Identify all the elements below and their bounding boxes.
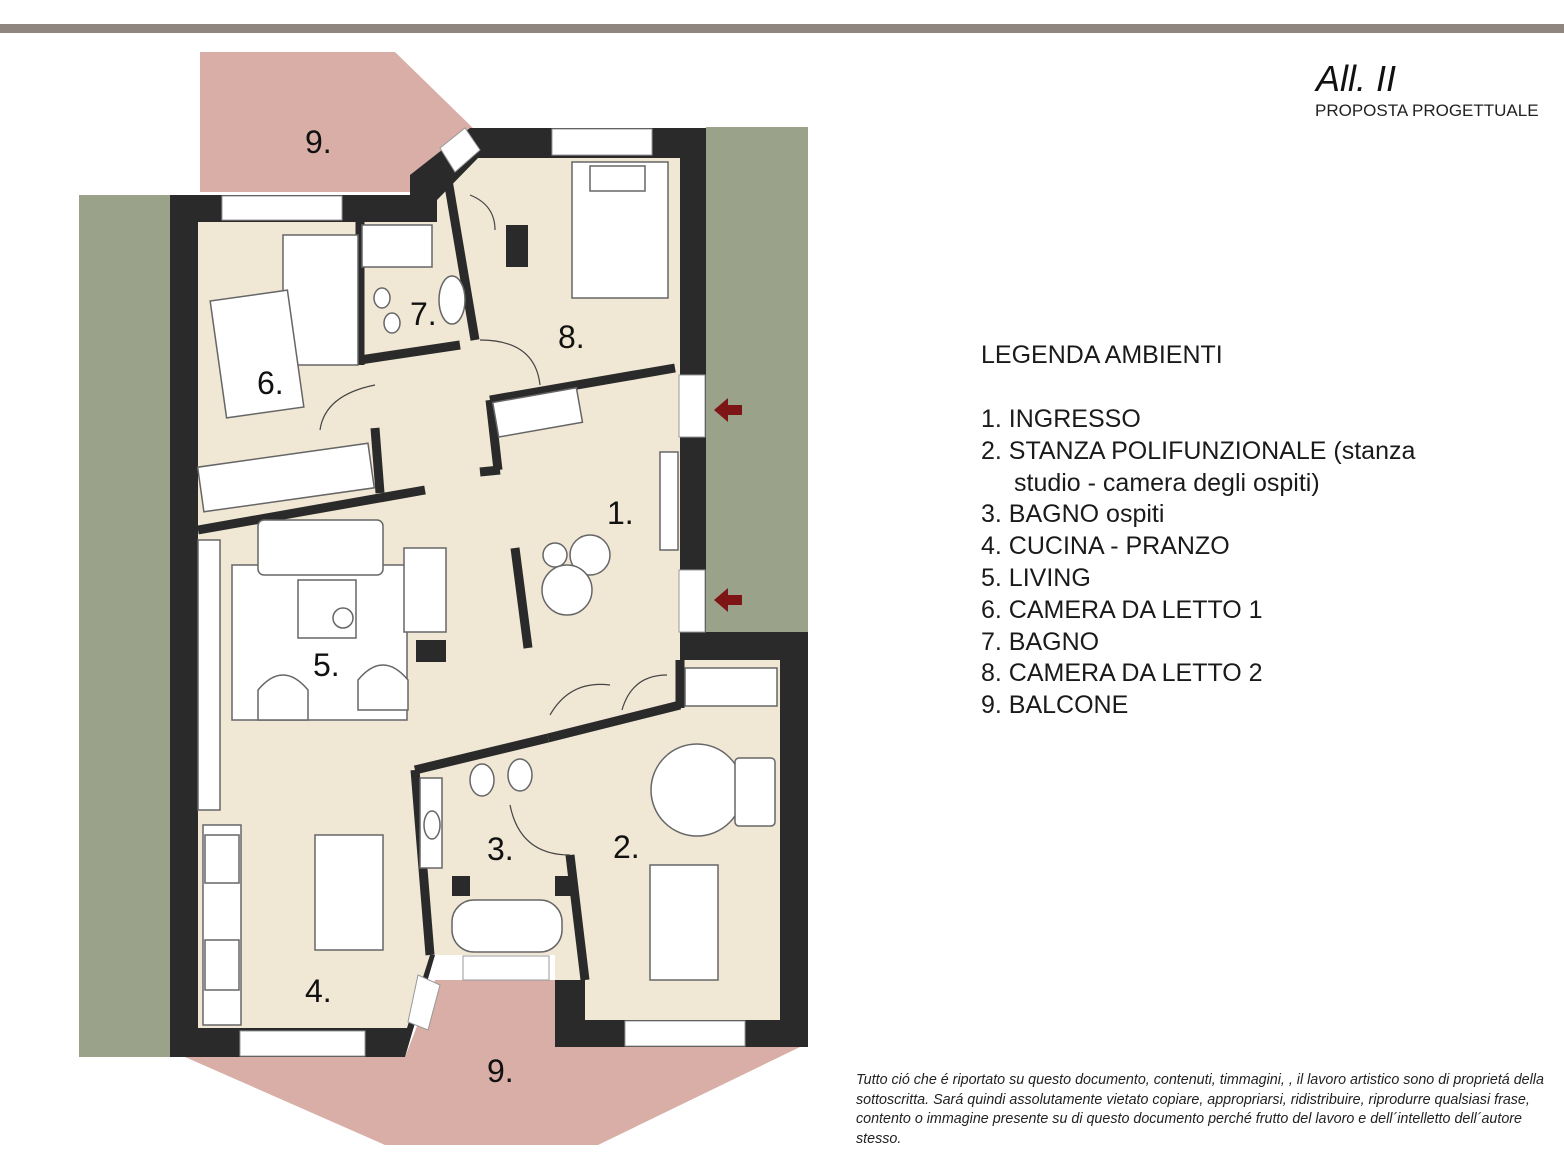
legend-item-text: 9. BALCONE [981,691,1129,720]
room-label-5: 5. [313,647,340,683]
legend-item-text: 5. LIVING [981,563,1091,592]
legend-item: 7. BAGNO [981,627,1501,659]
legend-item-text: 2. STANZA POLIFUNZIONALE (stanza [981,436,1416,465]
legend-item-continuation: studio - camera degli ospiti) [1014,468,1320,497]
legend-item: 8. CAMERA DA LETTO 2 [981,658,1501,690]
interior-walls [197,179,685,981]
entrance-arrow-icon [714,398,742,422]
legend-item: 5. LIVING [981,563,1501,595]
legend-item-text: 1. INGRESSO [981,405,1141,433]
room-label-2: 2. [613,829,640,865]
room-label-3: 3. [487,831,514,867]
legend-item: 6. CAMERA DA LETTO 1 [981,595,1501,627]
legend-item: 3. BAGNO ospiti [981,499,1501,531]
legend-title: LEGENDA AMBIENTI [981,341,1223,369]
room-label-1: 1. [607,495,634,531]
room-label-7: 7. [410,296,437,332]
legend-item-text: 3. BAGNO ospiti [981,500,1165,529]
furniture [196,161,778,1026]
balcony-top [200,52,475,192]
legend-item: 2. STANZA POLIFUNZIONALE (stanza studio -… [981,436,1501,500]
room-label-9-bottom: 9. [487,1053,514,1089]
garden-right [706,127,808,632]
document-title: All. II [1316,58,1397,99]
room-label-6: 6. [257,365,284,401]
legend-item-text: 7. BAGNO [981,627,1100,656]
legend-item: 9. BALCONE [981,690,1501,722]
pillars [416,225,573,896]
room-label-4: 4. [305,973,332,1009]
legend-item: 1. INGRESSO [981,404,1501,436]
document-subtitle: PROPOSTA PROGETTUALE [1315,101,1539,120]
legend-item: 4. CUCINA - PRANZO [981,531,1501,563]
legend-item-text: 4. CUCINA - PRANZO [981,532,1230,561]
legend-item-text: 6. CAMERA DA LETTO 1 [981,595,1263,624]
legend-item-text: 8. CAMERA DA LETTO 2 [981,659,1263,688]
header-bar [0,24,1564,33]
balcony-bottom [185,980,800,1145]
windows [221,127,746,1057]
entrance-arrows [714,398,742,612]
room-label-9-top: 9. [305,124,332,160]
door-swings [319,194,668,856]
room-label-8: 8. [558,319,585,355]
legend-list: 1. INGRESSO 2. STANZA POLIFUNZIONALE (st… [981,404,1501,722]
entrance-arrow-icon [714,588,742,612]
copyright-disclaimer: Tutto ció che é riportato su questo docu… [856,1072,1544,1147]
garden-left [79,195,171,1057]
